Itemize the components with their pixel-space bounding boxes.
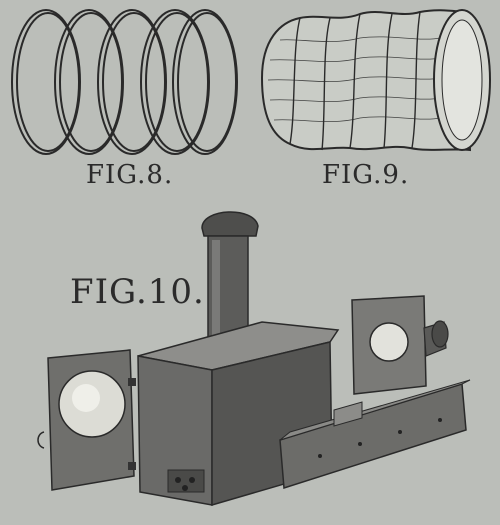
fig9-bellows-drawing: [260, 9, 491, 152]
fig8-rings-drawing: [11, 9, 238, 155]
fig8-caption: FIG.8.: [86, 160, 174, 190]
fig10-lantern-drawing: [37, 211, 471, 506]
fig9-caption: FIG.9.: [322, 160, 410, 190]
fig10-caption: FIG.10.: [70, 272, 205, 312]
